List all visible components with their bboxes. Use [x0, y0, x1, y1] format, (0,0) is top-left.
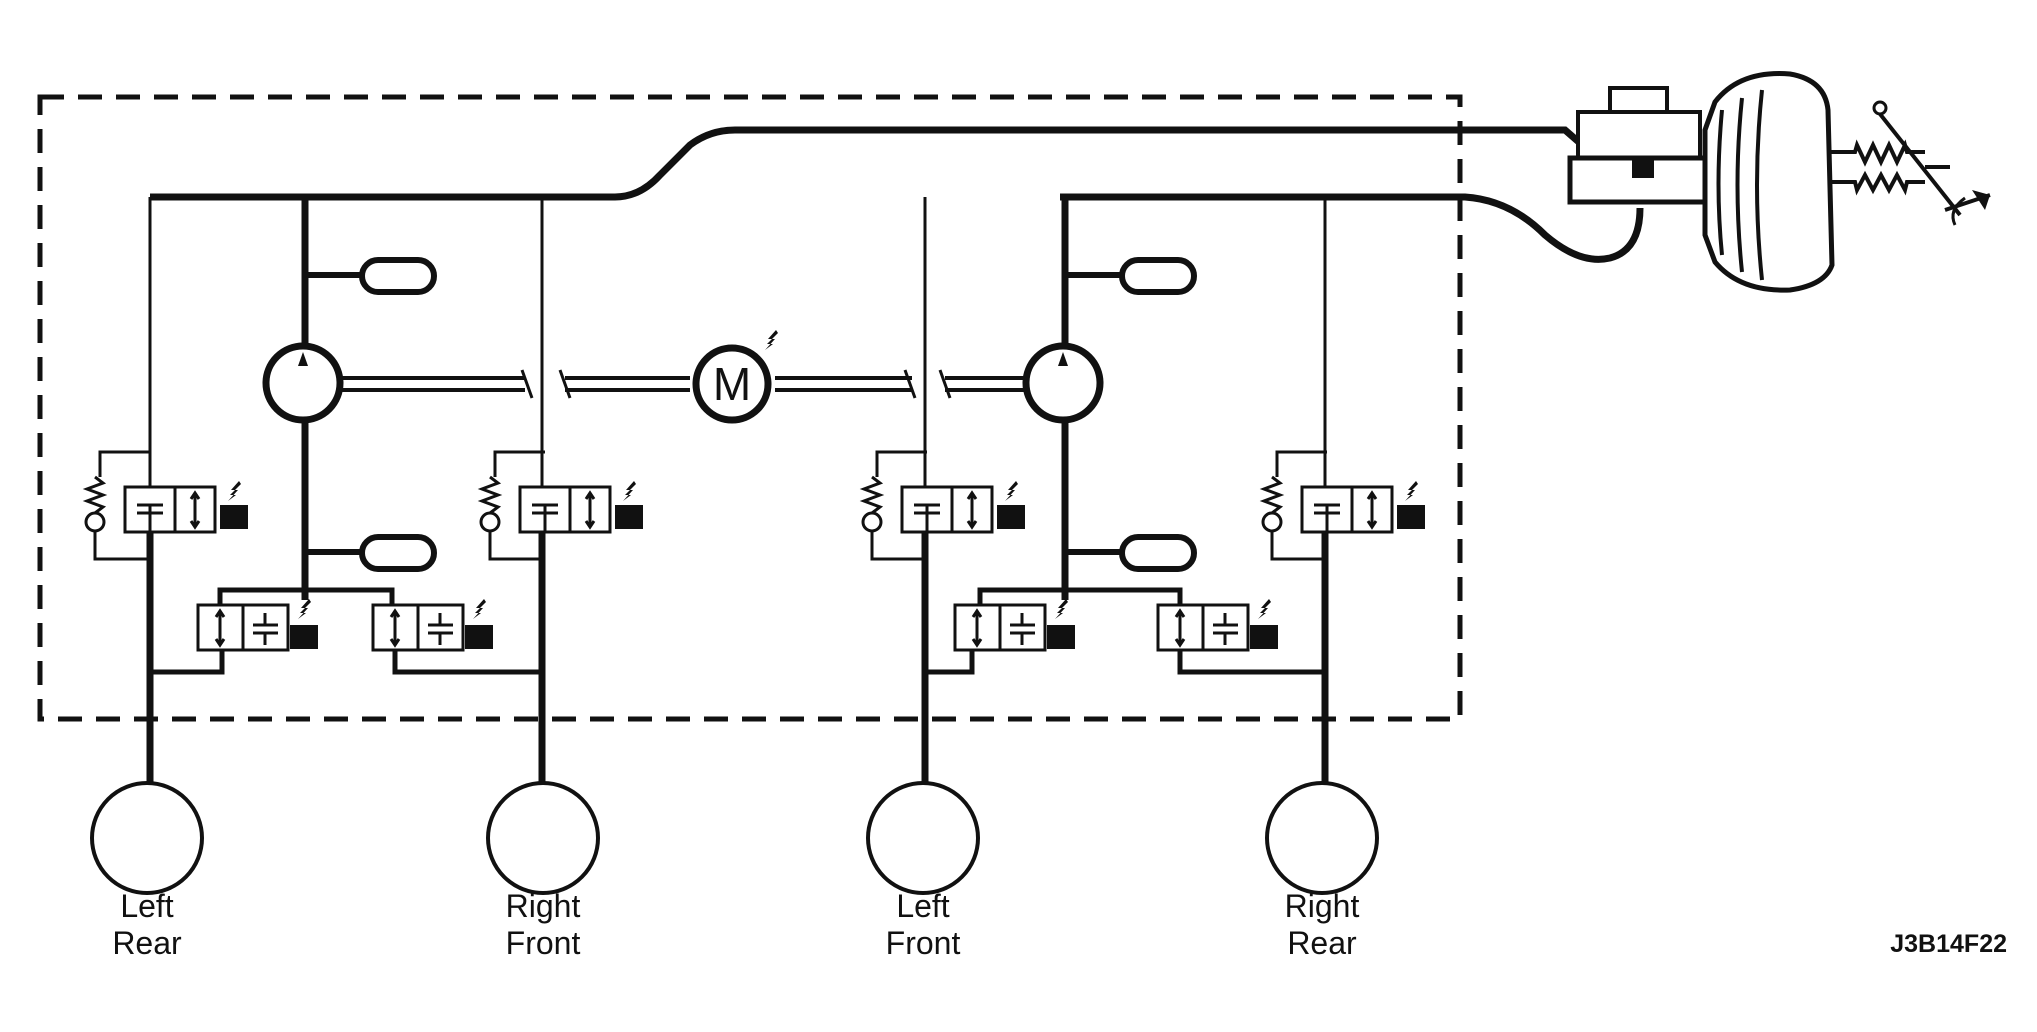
return-line-left: [150, 587, 542, 675]
motor-icon: [692, 344, 772, 424]
wheel-label-line1: Left: [120, 888, 174, 924]
wheel-label-left-rear: Left Rear: [47, 888, 247, 962]
hydraulic-unit-boundary: [37, 94, 1463, 722]
wheel-brake-right-rear-icon: [1265, 781, 1379, 895]
wheel-brake-lines: [146, 532, 1329, 790]
brake-pedal-icon: [1872, 100, 1991, 226]
outlet-valve-left-rear: [196, 599, 318, 652]
wheel-label-line1: Right: [1284, 888, 1360, 924]
outlet-valve-right-front: [371, 599, 493, 652]
secondary-brake-line: [1060, 193, 1644, 263]
inlet-valve-left-rear: [84, 450, 248, 561]
master-cylinder-icon: [1567, 86, 1708, 205]
outlet-valve-right-rear: [1156, 599, 1278, 652]
wheel-brake-left-front-icon: [866, 781, 980, 895]
inlet-valve-left-front: [861, 450, 1025, 561]
motor: M: [692, 330, 778, 424]
accumulator-icon: [359, 257, 437, 295]
wheel-brake-left-rear-icon: [90, 781, 204, 895]
accumulator-icon: [359, 534, 437, 572]
wheel-label-line2: Front: [885, 925, 961, 961]
wheel-label-line2: Front: [505, 925, 581, 961]
wheel-brake-right-front-icon: [486, 781, 600, 895]
pump-icon: [1022, 342, 1104, 424]
wheel-label-left-front: Left Front: [823, 888, 1023, 962]
wheel-label-line2: Rear: [112, 925, 182, 961]
pump-circuit-left: [262, 197, 437, 600]
pump-circuit-right: [1022, 197, 1197, 600]
inlet-valve-right-front: [479, 450, 643, 561]
wheel-label-line1: Right: [505, 888, 581, 924]
wheel-label-line1: Left: [896, 888, 950, 924]
wheel-label-right-rear: Right Rear: [1222, 888, 1422, 962]
wheel-label-line2: Rear: [1287, 925, 1357, 961]
outlet-valve-left-front: [953, 599, 1075, 652]
return-line-right: [925, 587, 1325, 675]
accumulator-icon: [1119, 257, 1197, 295]
pushrod-icon: [1830, 139, 1950, 196]
accumulator-icon: [1119, 534, 1197, 572]
figure-code: J3B14F22: [1890, 930, 2007, 958]
motor-shaft: [340, 369, 1026, 399]
brake-booster-icon: [1702, 71, 1835, 293]
motor-label: M: [713, 358, 751, 410]
primary-brake-line: [150, 126, 1591, 201]
pump-icon: [262, 342, 344, 424]
wheel-label-right-front: Right Front: [443, 888, 643, 962]
inlet-valve-right-rear: [1261, 450, 1425, 561]
